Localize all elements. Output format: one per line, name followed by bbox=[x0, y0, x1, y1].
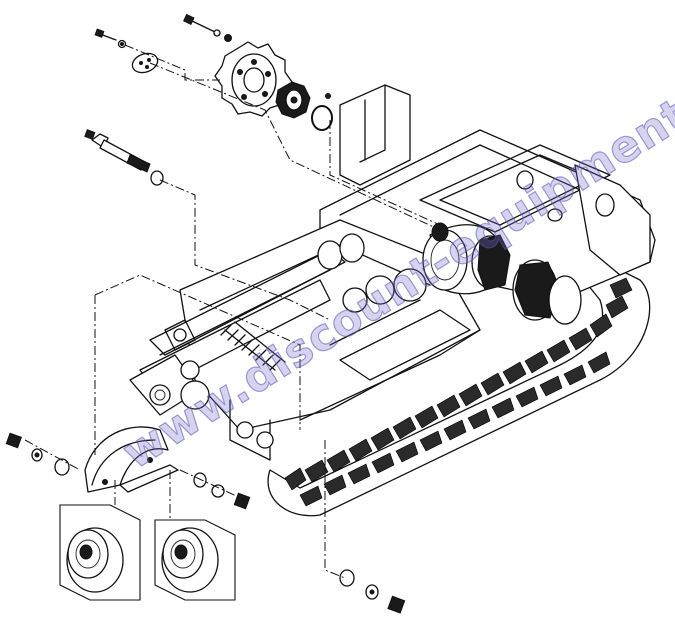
tension-spring bbox=[220, 321, 286, 371]
idler-wheel-group-exploded bbox=[5, 426, 251, 601]
sprocket-assembly-exploded bbox=[94, 13, 333, 131]
rubber-track bbox=[267, 264, 651, 517]
axle-pin-exploded bbox=[84, 129, 164, 186]
assembly-center-lines bbox=[24, 44, 441, 579]
bottom-hardware-exploded bbox=[339, 569, 406, 614]
drive-motor-assembly bbox=[317, 222, 582, 325]
